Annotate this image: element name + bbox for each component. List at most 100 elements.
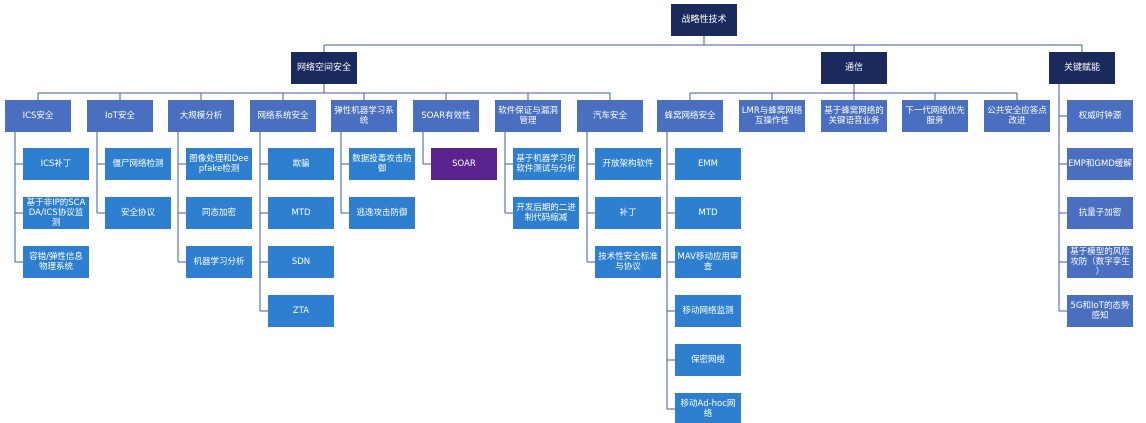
category-node-label: LMR与蜂窝网络互操作性 — [742, 105, 803, 126]
item-node: 补丁 — [595, 197, 661, 229]
category-node-box — [984, 100, 1050, 132]
branch-node-box — [821, 52, 887, 84]
item-node-label: 保密网络 — [691, 354, 726, 365]
category-node-box — [821, 100, 887, 132]
category-node: 大规模分析 — [168, 100, 234, 132]
category-node-label: 下一代网络优先服务 — [905, 105, 965, 126]
item-node: MAV移动应用审查 — [675, 246, 741, 278]
item-node-label: EMM — [698, 159, 718, 169]
item-node-box — [349, 148, 415, 180]
item-node-box — [105, 197, 171, 229]
category-node-label: SOAR有效性 — [421, 110, 471, 121]
category-node: 公共安全应答点改进 — [984, 100, 1050, 132]
item-node-label: 机器学习分析 — [193, 256, 245, 267]
item-node-box — [1067, 197, 1133, 229]
branch-node-box — [1049, 52, 1115, 84]
item-node: EMP和GMD缓解 — [1067, 148, 1133, 180]
item-node-label: MAV移动应用审查 — [678, 251, 739, 272]
item-node-label: 逃逸攻击防御 — [356, 207, 407, 218]
branch-node-label: 网络空间安全 — [297, 61, 351, 73]
category-node-box — [87, 100, 153, 132]
item-node-box — [268, 148, 334, 180]
item-node-box — [1067, 295, 1133, 327]
item-node-label: 补丁 — [619, 207, 636, 218]
branch-node-box — [291, 52, 357, 84]
item-node-box — [513, 197, 579, 229]
item-node: 容错/弹性信息物理系统 — [23, 246, 89, 278]
highlighted-item-node-label: SOAR — [452, 159, 476, 169]
item-node: ZTA — [268, 295, 334, 327]
item-node-label: 开放架构软件 — [602, 158, 654, 169]
item-node-box — [268, 295, 334, 327]
item-node-box — [105, 148, 171, 180]
highlighted-item-node: SOAR — [431, 148, 497, 180]
item-node-label: 基于机器学习的软件测试与分析 — [516, 153, 576, 174]
item-node-label: 抗量子加密 — [1079, 207, 1122, 218]
item-node-label: 移动Ad-hoc网络 — [681, 398, 736, 419]
item-node-box — [268, 246, 334, 278]
category-node-box — [168, 100, 234, 132]
item-node: 移动Ad-hoc网络 — [675, 393, 741, 423]
item-node-label: SDN — [292, 257, 310, 267]
item-node-label: EMP和GMD缓解 — [1068, 158, 1132, 169]
item-node-label: ZTA — [293, 306, 309, 316]
category-node-box — [657, 100, 723, 132]
category-node: 下一代网络优先服务 — [902, 100, 968, 132]
item-node: 开放架构软件 — [595, 148, 661, 180]
root-node-box — [671, 4, 737, 36]
category-node-box — [413, 100, 479, 132]
item-node: 安全协议 — [105, 197, 171, 229]
category-node-label: 基于蜂窝网络的关键语音业务 — [824, 105, 884, 126]
branch-node-label: 通信 — [845, 61, 863, 73]
item-node-box — [675, 393, 741, 423]
item-node-box — [595, 197, 661, 229]
category-node-label: 公共安全应答点改进 — [987, 105, 1047, 126]
item-node-box — [23, 197, 89, 229]
category-node: LMR与蜂窝网络互操作性 — [739, 100, 805, 132]
category-node-label: IoT安全 — [105, 110, 135, 121]
item-node-box — [675, 197, 741, 229]
item-node-label: 同态加密 — [202, 207, 237, 218]
category-node: SOAR有效性 — [413, 100, 479, 132]
item-node: 抗量子加密 — [1067, 197, 1133, 229]
item-node-box — [23, 148, 89, 180]
item-node: 保密网络 — [675, 344, 741, 376]
category-node-label: ICS安全 — [23, 110, 54, 121]
category-node-box — [331, 100, 397, 132]
category-node-label: 汽车安全 — [593, 110, 628, 121]
item-node-label: 开发后期的二进制代码缩减 — [516, 202, 576, 223]
root-node-label: 战略性技术 — [681, 13, 726, 25]
item-node-box — [595, 246, 661, 278]
item-node-label: 技术性安全标准与协议 — [598, 251, 658, 272]
branch-node: 关键赋能 — [1049, 52, 1115, 84]
item-node-box — [675, 148, 741, 180]
item-node: 同态加密 — [186, 197, 252, 229]
category-node: 弹性机器学习系统 — [331, 100, 397, 132]
item-node-label: 容错/弹性信息物理系统 — [29, 251, 83, 272]
category-node-box — [739, 100, 805, 132]
root-node: 战略性技术 — [671, 4, 737, 36]
item-node: 数据投毒攻击防御 — [349, 148, 415, 180]
item-node-label: ICS补丁 — [41, 158, 72, 169]
item-node: 5G和IoT的态势感知 — [1067, 295, 1133, 327]
item-node-box — [349, 197, 415, 229]
branch-node: 网络空间安全 — [291, 52, 357, 84]
item-node: 基于模型的风险攻防（数字孪生） — [1067, 246, 1133, 278]
item-node-label: 欺骗 — [292, 158, 309, 169]
item-node-box — [1067, 246, 1133, 278]
category-node: ICS安全 — [5, 100, 71, 132]
branch-node-label: 关键赋能 — [1064, 61, 1100, 73]
category-node: 汽车安全 — [577, 100, 643, 132]
item-node: 开发后期的二进制代码缩减 — [513, 197, 579, 229]
category-node-label: 大规模分析 — [180, 110, 223, 121]
item-node-label: 5G和IoT的态势感知 — [1071, 300, 1130, 321]
item-node: 权威时钟源 — [1067, 100, 1133, 132]
category-node-box — [902, 100, 968, 132]
category-node-label: 网络系统安全 — [257, 110, 309, 121]
item-node-box — [675, 246, 741, 278]
item-node: MTD — [675, 197, 741, 229]
